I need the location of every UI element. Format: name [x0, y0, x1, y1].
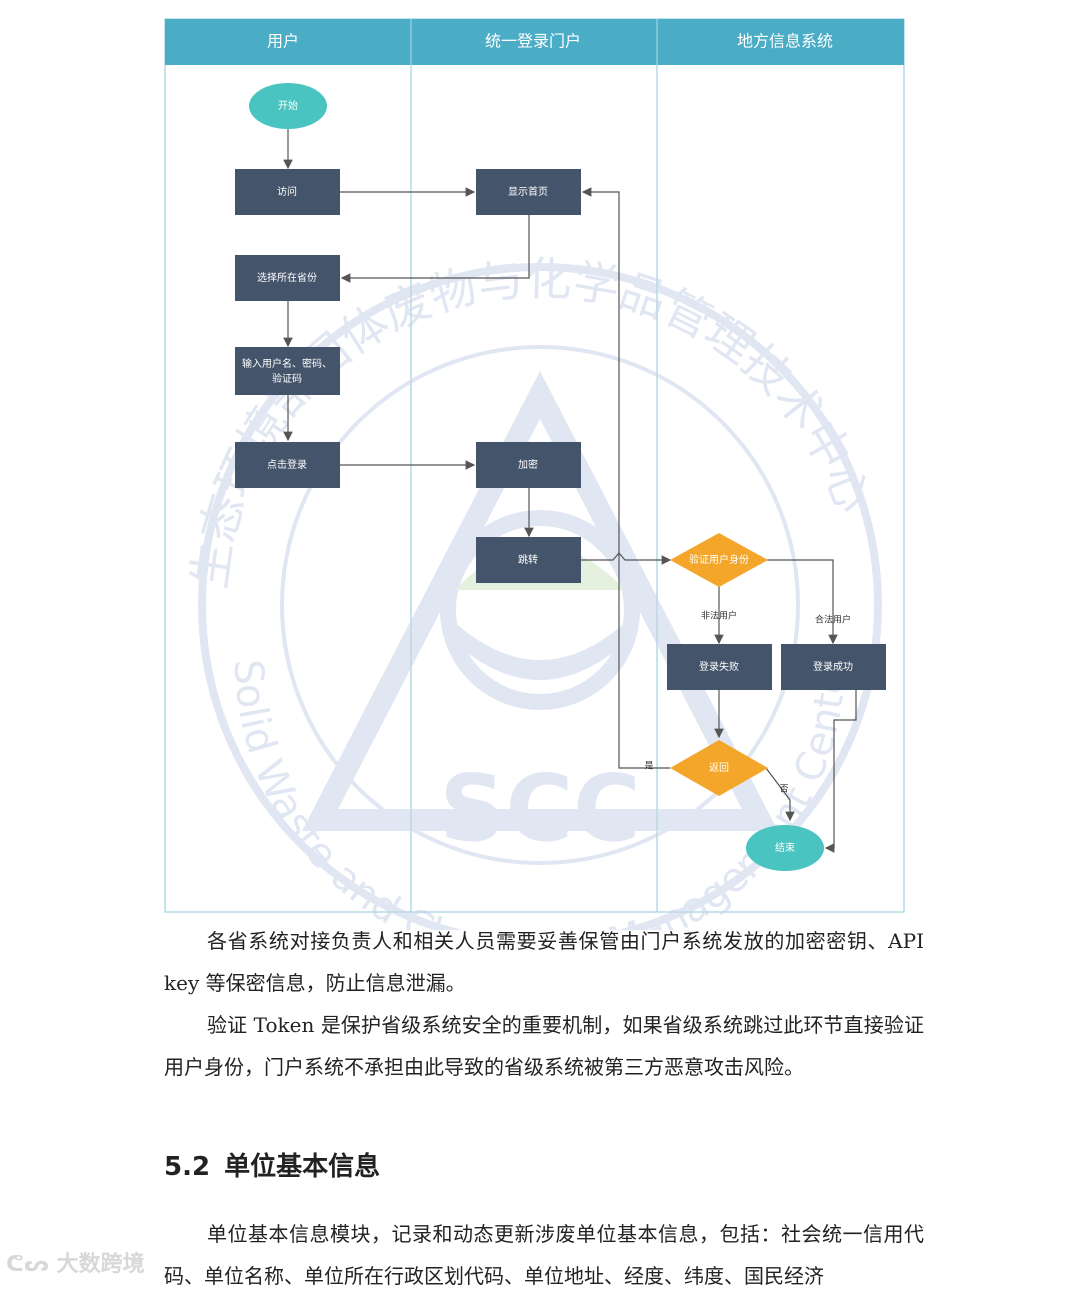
- footer-text: 大数跨境: [56, 1252, 145, 1277]
- section-number: 5.2: [164, 1152, 211, 1182]
- watermark-logo: SCC: [439, 755, 640, 862]
- visit-label: 访问: [277, 185, 297, 198]
- login-success-node: [781, 644, 886, 690]
- login-fail-node: [667, 644, 772, 690]
- show-home-node: [476, 169, 581, 215]
- paragraph-unit-info: 单位基本信息模块，记录和动态更新涉废单位基本信息，包括：社会统一信用代码、单位名…: [164, 1222, 924, 1288]
- end-label: 结束: [775, 841, 795, 854]
- paragraph-confidential: 各省系统对接负责人和相关人员需要妥善保管由门户系统发放的加密密钥、API key…: [164, 929, 924, 995]
- section-title: 单位基本信息: [224, 1152, 381, 1182]
- click-login-node: [235, 442, 340, 488]
- flowchart-diagram: 用户 统一登录门户 地方信息系统 SCC 生态环境部固体废物与化学品管理技术中心…: [0, 0, 905, 930]
- verify-identity-decision: [670, 533, 768, 587]
- select-province-label: 选择所在省份: [257, 271, 317, 284]
- select-province-node: [235, 255, 340, 301]
- visit-node: [235, 169, 340, 215]
- login-success-label: 登录成功: [813, 660, 853, 673]
- show-home-label: 显示首页: [508, 185, 548, 198]
- redirect-label: 跳转: [518, 553, 538, 566]
- edge-no: 否: [779, 784, 788, 795]
- input-credentials-label-2: 验证码: [272, 372, 302, 385]
- input-credentials-label-1: 输入用户名、密码、: [242, 357, 332, 370]
- paragraph-token: 验证 Token 是保护省级系统安全的重要机制，如果省级系统跳过此环节直接验证用…: [164, 1013, 924, 1079]
- input-credentials-node: [235, 347, 340, 395]
- return-label: 返回: [709, 762, 729, 774]
- edge-yes: 是: [644, 761, 653, 772]
- edge-legal-user: 合法用户: [815, 614, 851, 626]
- return-decision: [670, 740, 768, 796]
- lane-portal: 统一登录门户: [485, 32, 581, 51]
- end-node: [746, 825, 824, 871]
- footer-logo-icon: ᕦᔕ: [6, 1252, 57, 1277]
- lane-local-system: 地方信息系统: [737, 32, 833, 51]
- lane-user: 用户: [267, 32, 299, 51]
- swimlane-header: [165, 19, 904, 65]
- redirect-node: [476, 537, 581, 583]
- login-fail-label: 登录失败: [699, 660, 739, 673]
- section-heading: 5.2 单位基本信息: [164, 1146, 380, 1183]
- click-login-label: 点击登录: [267, 458, 307, 471]
- footer-watermark: ᕦᔕ 大数跨境: [6, 1246, 145, 1278]
- encrypt-label: 加密: [518, 458, 538, 471]
- start-label: 开始: [278, 99, 298, 112]
- edge-illegal-user: 非法用户: [701, 610, 737, 622]
- verify-identity-label: 验证用户身份: [689, 553, 749, 566]
- encrypt-node: [476, 442, 581, 488]
- start-node: [249, 83, 327, 129]
